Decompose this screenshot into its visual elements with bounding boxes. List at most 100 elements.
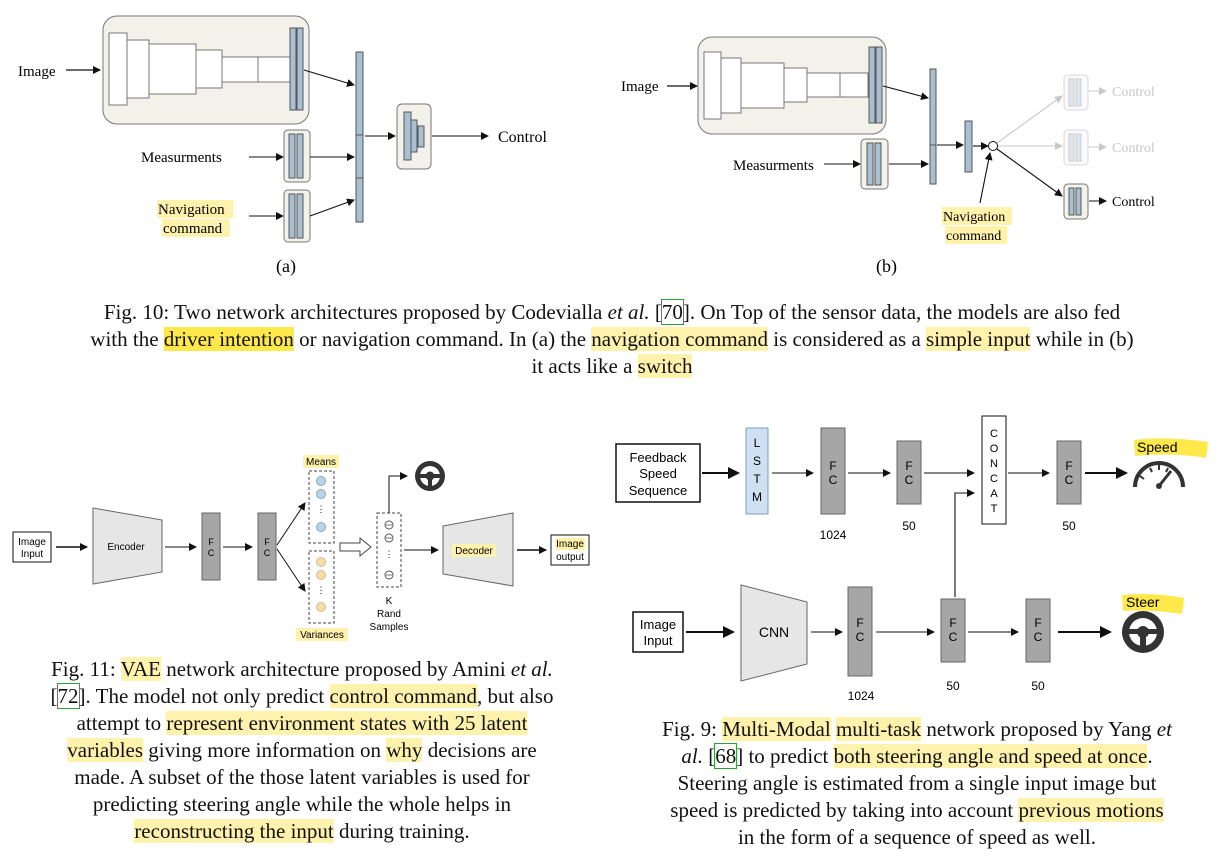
fig9-concat-c1: C — [990, 428, 998, 440]
highlight: simple input — [926, 327, 1031, 351]
fig9-fc5 — [940, 598, 966, 663]
caption-text: it acts like a — [531, 354, 638, 378]
fig9-feedback-label-3: Sequence — [629, 483, 688, 498]
fig10a-nav-label-2: command — [163, 221, 223, 237]
fig9-steer-label: Steer — [1126, 594, 1160, 610]
fig9-lstm-t: T — [753, 472, 761, 486]
fig11-decoder-label: Decoder — [455, 546, 493, 557]
fig9-fc1 — [820, 427, 846, 515]
fig9-fc3-f: F — [1065, 459, 1072, 473]
caption-etal: et al. — [510, 657, 553, 681]
highlight: previous motions — [1018, 798, 1164, 822]
caption-text: network proposed by Yang — [921, 717, 1157, 741]
fig11-fc-a — [201, 512, 221, 581]
fig10b-sub-label: (b) — [876, 256, 897, 277]
fig11-variances-label: Variances — [300, 630, 344, 641]
caption-text: Fig. 10: Two network architectures propo… — [103, 300, 608, 324]
caption-text: decisions are — [422, 738, 537, 762]
fig9-fc5-f: F — [949, 616, 956, 630]
citation-link[interactable]: 68 — [714, 743, 738, 769]
fig9-image-input-label-1: Image — [640, 617, 676, 632]
fig11-image-input-label-2: Input — [21, 549, 43, 560]
highlight: reconstructing the input — [134, 819, 334, 843]
caption-text: [ — [702, 744, 716, 768]
fig11-samples-label: Samples — [370, 622, 409, 633]
caption-text: with the — [90, 327, 164, 351]
fig9-fc6-size: 50 — [1031, 679, 1045, 693]
speedometer-icon — [1133, 461, 1185, 489]
fig9-fc4-size: 1024 — [848, 689, 875, 703]
fig9-image-input-box — [632, 611, 684, 653]
fig9-feedback-label-1: Feedback — [629, 450, 687, 465]
fig11-hollow-arrow — [339, 536, 372, 558]
fig11-fc-b — [257, 512, 277, 581]
fig9-image-input-label-2: Input — [644, 633, 673, 648]
fig9-feedback-box — [615, 443, 701, 503]
fig11-diagram: Image Input Encoder F C F C Means ⋮ ⋮ Va… — [12, 455, 590, 641]
fig10b-switch-node — [988, 141, 998, 151]
fig10a-concat-bar — [355, 51, 364, 223]
highlight: why — [386, 738, 423, 762]
caption-text: ] to predict — [736, 744, 834, 768]
fig11-image-output-label-2: output — [556, 552, 584, 563]
caption-text: is considered as a — [767, 327, 927, 351]
fig9-fc5-size: 50 — [946, 679, 960, 693]
highlight: navigation command — [591, 327, 768, 351]
fig11-rand-label: Rand — [377, 609, 401, 620]
fig9-concat-a: A — [990, 488, 998, 500]
fig9-caption-line-3: Steering angle is estimated from a singl… — [677, 771, 1157, 795]
fig9-fc4 — [847, 586, 873, 677]
fig9-fc2-f: F — [905, 459, 912, 473]
caption-text: Fig. 9: — [662, 717, 723, 741]
fig11-fc-a-f: F — [208, 537, 214, 547]
fig11-fc-b-c: C — [264, 548, 271, 558]
fig9-fc3 — [1056, 440, 1082, 505]
highlight: switch — [637, 354, 693, 378]
fig10-caption-line-1: Fig. 10: Two network architectures propo… — [0, 299, 1224, 326]
highlight: control command — [329, 684, 478, 708]
fig10b-diagram: Image Measurments Navigation command — [621, 36, 1155, 277]
fig10b-nav-label-2: command — [946, 229, 1001, 244]
highlight: VAE — [120, 657, 161, 681]
fig11-caption: Fig. 11: VAE network architecture propos… — [0, 656, 604, 845]
fig9-fc3-size: 50 — [1062, 519, 1076, 533]
caption-text: speed is predicted by taking into accoun… — [670, 798, 1019, 822]
fig10a-diagram: Image Measurments Navigation command — [18, 15, 547, 277]
highlight: represent environment states with 25 lat… — [166, 711, 528, 735]
fig10-caption-line-3: it acts like a switch — [0, 353, 1224, 380]
fig9-lstm-m: M — [752, 490, 762, 504]
fig10b-out-1: Control — [1112, 85, 1155, 100]
fig11-k-label: K — [386, 596, 393, 607]
fig10a-sub-label: (a) — [276, 256, 296, 277]
fig10b-out-2: Control — [1112, 141, 1155, 156]
svg-text:⋮: ⋮ — [317, 585, 326, 595]
citation-link[interactable]: 72 — [56, 683, 80, 709]
citation-link[interactable]: 70 — [660, 299, 684, 325]
fig9-concat-o: O — [990, 443, 999, 455]
highlight: multi-task — [835, 717, 922, 741]
fig9-fc2-c: C — [905, 473, 914, 487]
fig9-lstm — [745, 427, 769, 515]
fig9-fc1-size: 1024 — [820, 528, 847, 542]
caption-text: [ — [649, 300, 662, 324]
fig10a-meas-label: Measurments — [141, 150, 222, 166]
fig11-image-input-box — [12, 531, 52, 563]
fig9-fc4-f: F — [856, 616, 863, 630]
fig9-fc1-f: F — [829, 459, 836, 473]
fig10b-out-3: Control — [1112, 195, 1155, 210]
fig10a-image-label: Image — [18, 64, 56, 80]
fig11-image-input-label-1: Image — [18, 537, 46, 548]
fig9-fc6 — [1025, 598, 1051, 663]
caption-text: while in (b) — [1030, 327, 1134, 351]
fig9-concat — [981, 415, 1007, 525]
fig9-concat-c2: C — [990, 473, 998, 485]
fig11-fc-b-f: F — [264, 537, 270, 547]
fig9-fc2 — [896, 440, 922, 505]
caption-text: network architecture proposed by Amini — [161, 657, 511, 681]
fig9-caption-line-1: Fig. 9: Multi-Modal multi-task network p… — [610, 716, 1224, 743]
caption-text: ]. The model not only predict — [78, 684, 330, 708]
fig9-caption: Fig. 9: Multi-Modal multi-task network p… — [610, 716, 1224, 851]
caption-etal: et — [1156, 717, 1172, 741]
caption-etal: et al. — [607, 300, 650, 324]
caption-text: giving more information on — [143, 738, 387, 762]
